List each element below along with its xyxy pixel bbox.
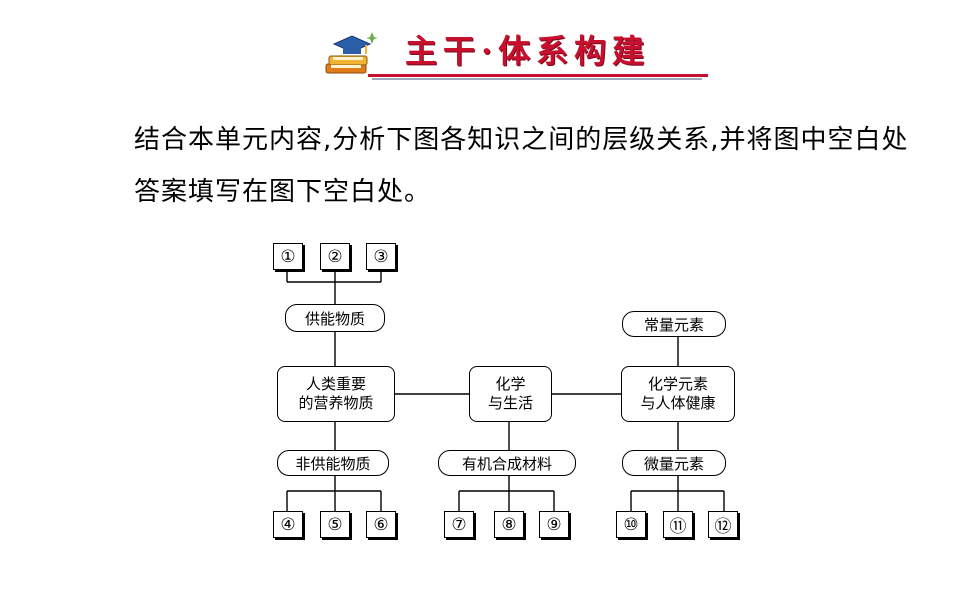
title-underline-shadow [372,78,702,80]
blank-2: ② [320,243,350,270]
node-nutrients: 人类重要 的营养物质 [277,366,395,422]
label-macro-elements: 常量元素 [622,311,726,337]
book-cap-icon [325,32,378,74]
header: 主干·体系构建 [0,0,960,90]
title-underline [368,74,708,77]
node-nutrients-line-2: 的营养物质 [298,394,374,412]
blank-4: ④ [273,511,303,538]
knowledge-diagram: ① ② ③ 供能物质 常量元素 人类重要 的营养物质 化学 与生活 化学元素 与… [265,235,745,545]
label-energy-nutrients: 供能物质 [285,304,385,332]
blank-8: ⑧ [494,511,524,538]
instruction-text: 结合本单元内容,分析下图各知识之间的层级关系,并将图中空白处答案填写在图下空白处… [134,125,909,207]
blank-10: ⑩ [616,511,646,538]
node-elements-health-line-1: 化学元素 [647,375,708,393]
blank-11: ⑪ [663,511,693,538]
blank-3: ③ [366,243,396,270]
blank-9: ⑨ [539,511,569,538]
node-nutrients-line-1: 人类重要 [305,375,366,393]
node-elements-health: 化学元素 与人体健康 [621,366,735,422]
diagram-connectors [286,270,725,511]
page-title: 主干·体系构建 [405,32,651,70]
label-non-energy-nutrients: 非供能物质 [277,450,389,476]
node-chemistry-life: 化学 与生活 [469,366,552,422]
blank-7: ⑦ [444,511,474,538]
label-trace-elements: 微量元素 [622,450,726,476]
blank-12: ⑫ [708,511,738,538]
blank-6: ⑥ [366,511,396,538]
label-synthetic-materials: 有机合成材料 [438,450,576,476]
node-chemistry-life-line-1: 化学 [495,375,526,393]
blank-5: ⑤ [320,511,350,538]
blank-1: ① [273,243,303,270]
node-chemistry-life-line-2: 与生活 [487,394,533,412]
node-elements-health-line-2: 与人体健康 [640,394,716,412]
